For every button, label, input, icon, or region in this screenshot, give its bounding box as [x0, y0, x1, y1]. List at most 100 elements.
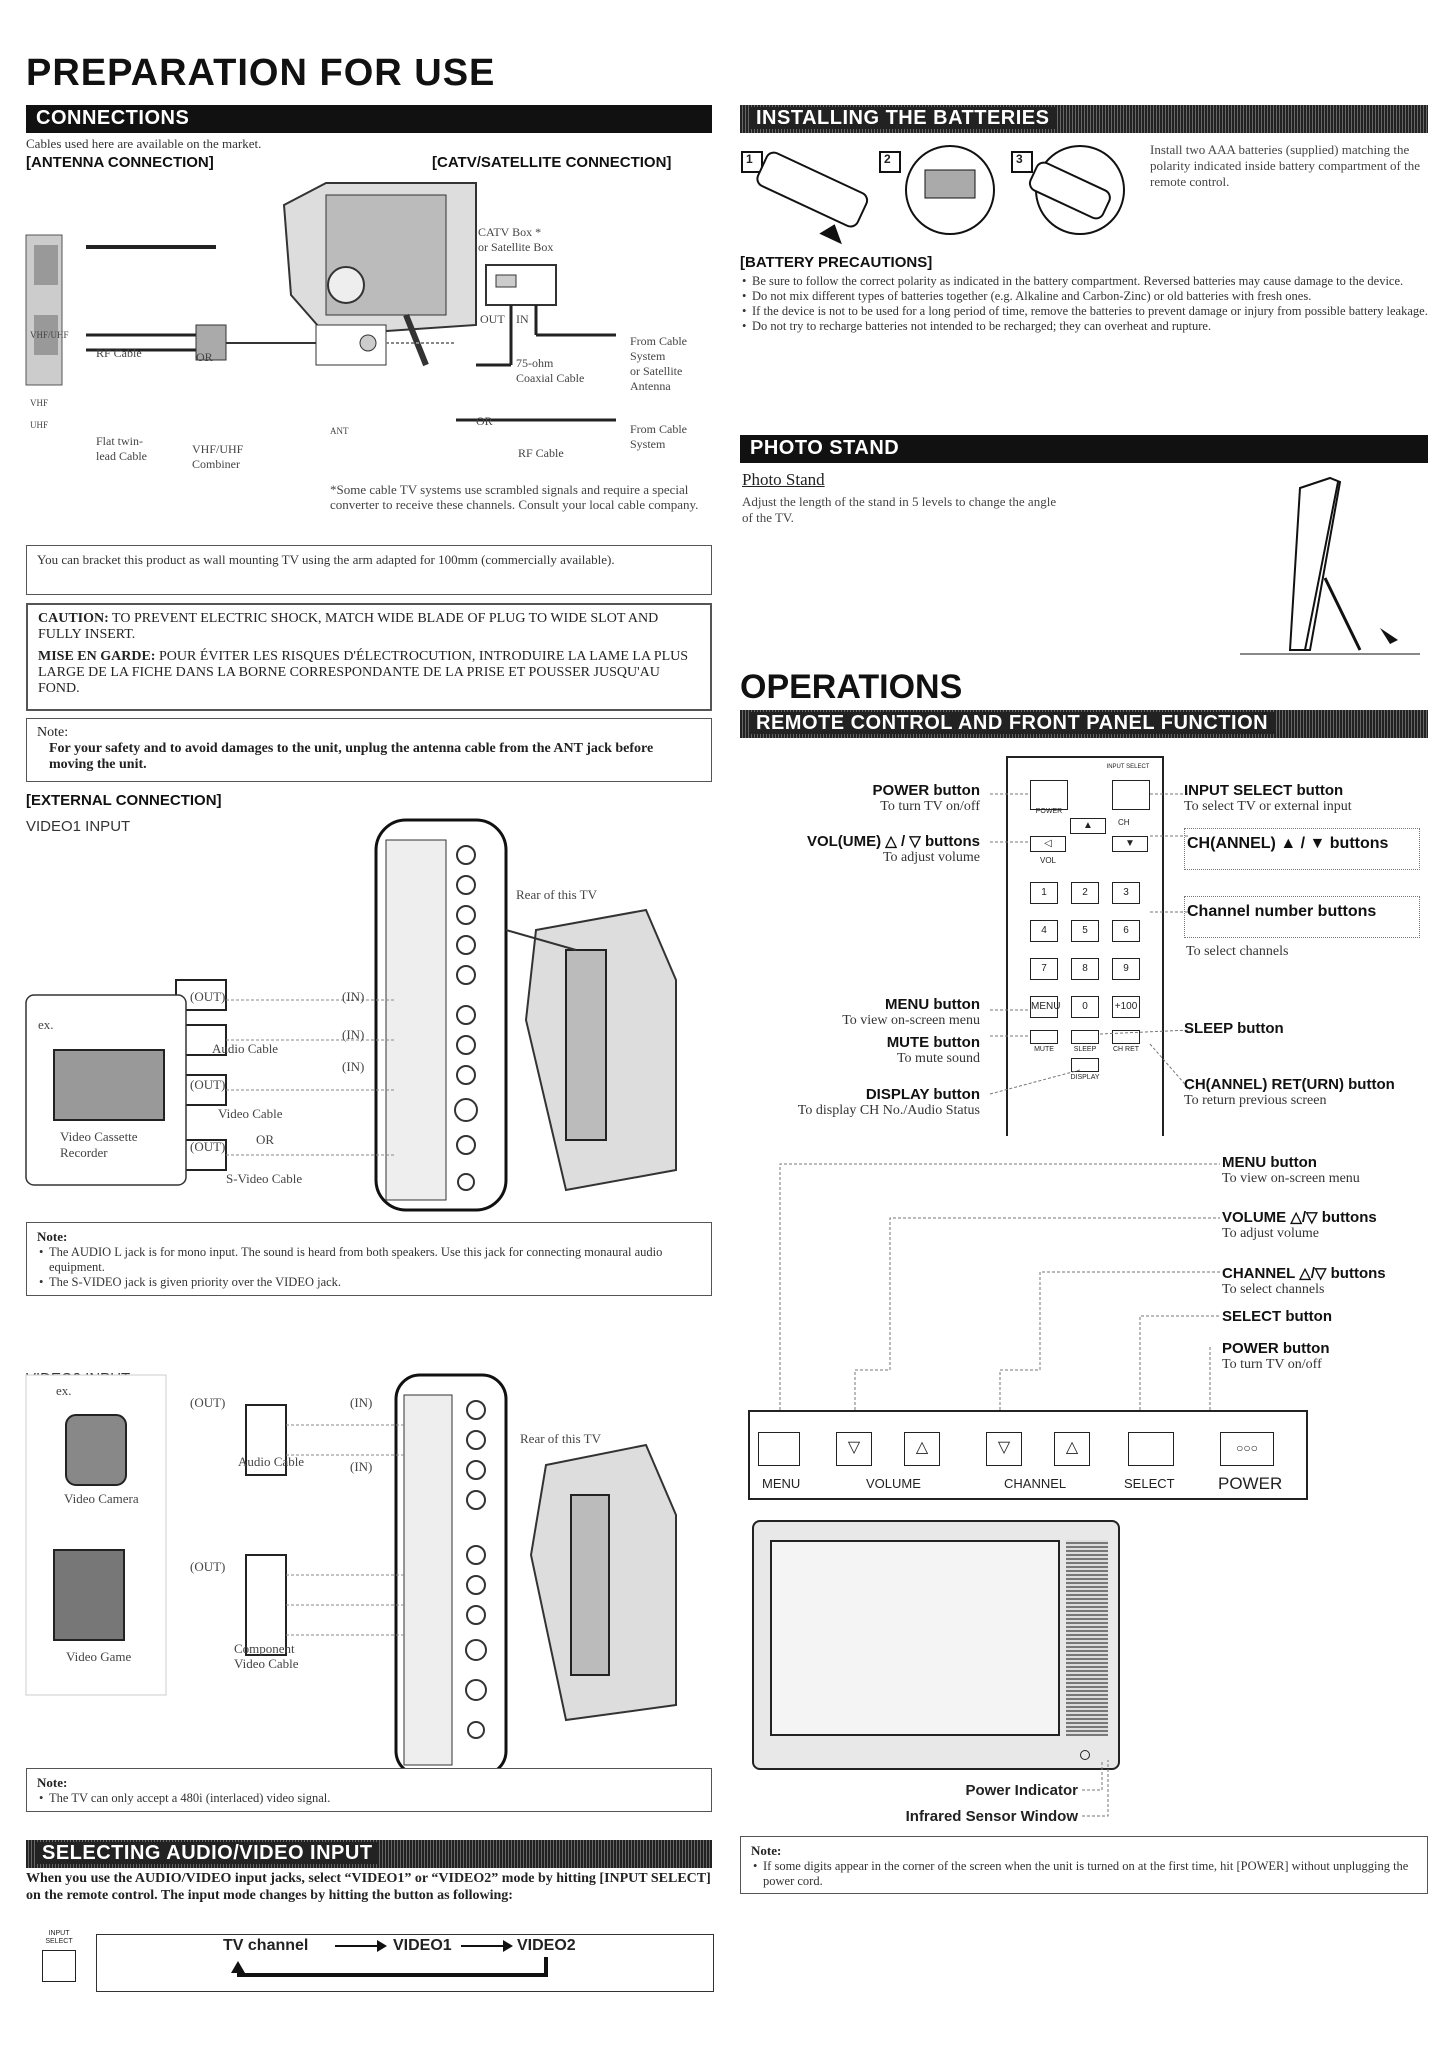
panel-channel-up-button[interactable]: △	[1054, 1432, 1090, 1466]
battery-precaution-4: Do not try to recharge batteries not int…	[740, 319, 1428, 334]
remote-digit-1[interactable]: 1	[1030, 882, 1058, 904]
remote-input-select-button[interactable]	[1112, 780, 1150, 810]
caution-label-fr: MISE EN GARDE:	[38, 649, 156, 664]
tv-front	[752, 1520, 1120, 1770]
panel-power-button[interactable]: ○○○	[1220, 1432, 1274, 1466]
battery-step-1: 1	[746, 152, 753, 166]
panel-channel-down-button[interactable]: ▽	[986, 1432, 1022, 1466]
battery-precaution-1: Be sure to follow the correct polarity a…	[740, 274, 1428, 289]
remote-digit-6[interactable]: 6	[1112, 920, 1140, 942]
rear-tv-label-1: Rear of this TV	[516, 887, 597, 902]
cycle-arrowhead-1	[377, 1940, 387, 1952]
remote-digit-9[interactable]: 9	[1112, 958, 1140, 980]
infrared-sensor-label: Infrared Sensor Window	[905, 1808, 1078, 1825]
ex-label-1: ex.	[38, 1017, 54, 1032]
remote-right-channel-number: Channel number buttons	[1184, 896, 1420, 938]
external-note2-label: Note:	[37, 1775, 68, 1790]
wall-mount-text: You can bracket this product as wall mou…	[37, 552, 615, 567]
remote-digit-7[interactable]: 7	[1030, 958, 1058, 980]
selecting-heading-text: SELECTING AUDIO/VIDEO INPUT	[36, 1842, 379, 1864]
panel-volume-down-button[interactable]: ▽	[836, 1432, 872, 1466]
remote-right-sleep: SLEEP button	[1184, 1020, 1284, 1037]
input-cycle-box: TV channel VIDEO1 VIDEO2	[96, 1934, 714, 1992]
remote-digit-3[interactable]: 3	[1112, 882, 1140, 904]
remote-power-button[interactable]	[1030, 780, 1068, 810]
external-note-box: Note: The AUDIO L jack is for mono input…	[26, 1222, 712, 1296]
coaxial-label: Coaxial Cable	[516, 371, 585, 385]
remote-sleep-label: SLEEP	[1073, 1046, 1097, 1053]
remote-chret-button[interactable]	[1112, 1030, 1140, 1044]
remote-left-display-name: DISPLAY button	[865, 1086, 980, 1103]
tv-speaker-grille	[1066, 1540, 1108, 1736]
selecting-text: When you use the AUDIO/VIDEO input jacks…	[26, 1871, 711, 1903]
system-label-2: System	[630, 437, 666, 451]
remote-ch-up-button[interactable]: ▲	[1070, 818, 1106, 834]
out-label-4: (OUT)	[190, 1395, 226, 1410]
wall-mount-box: You can bracket this product as wall mou…	[26, 545, 712, 595]
in-label-5: (IN)	[350, 1459, 373, 1474]
panel-select-button[interactable]	[1128, 1432, 1174, 1466]
remote-chret-label: CH RET	[1112, 1046, 1140, 1053]
cycle-return-up	[544, 1957, 548, 1977]
connections-intro: Cables used here are available on the ma…	[26, 136, 262, 151]
panel-right-select: SELECT button	[1222, 1308, 1332, 1325]
panel-menu-button[interactable]	[758, 1432, 800, 1466]
caution-text-fr: POUR ÉVITER LES RISQUES D'ÉLECTROCUTION,…	[38, 649, 689, 696]
external-note2-box: Note: The TV can only accept a 480i (int…	[26, 1768, 712, 1812]
in-label-3: (IN)	[342, 1059, 365, 1074]
remote-ch-down-button[interactable]: ▼	[1112, 836, 1148, 852]
remote-left-menu-name: MENU button	[885, 996, 980, 1013]
note1-label: Note:	[37, 725, 69, 740]
in-label-2: (IN)	[342, 1027, 365, 1042]
ex-label-2: ex.	[56, 1383, 72, 1398]
photo-stand-text: Adjust the length of the stand in 5 leve…	[742, 494, 1057, 525]
remote-digit-0[interactable]: 0	[1071, 996, 1099, 1018]
photo-stand-drawing	[1240, 476, 1420, 655]
remote-mute-label: MUTE	[1034, 1046, 1054, 1053]
svideo-cable-label: S-Video Cable	[226, 1171, 303, 1186]
remote-sleep-button[interactable]	[1071, 1030, 1099, 1044]
remote-digit-5[interactable]: 5	[1071, 920, 1099, 942]
panel-label-select: SELECT	[1124, 1476, 1175, 1491]
out-label-3: (OUT)	[190, 1139, 226, 1154]
tv-power-indicator	[1080, 1750, 1090, 1760]
vhf-uhf-label: VHF/UHF	[192, 442, 244, 456]
remote-menu-button[interactable]: MENU	[1030, 996, 1060, 1018]
panel-volume-up-button[interactable]: △	[904, 1432, 940, 1466]
remote-leader-lines	[989, 793, 1191, 1095]
remote-mute-button[interactable]	[1030, 1030, 1058, 1044]
front-panel	[748, 1410, 1308, 1500]
panel-right-power-name: POWER button	[1222, 1340, 1330, 1357]
remote-right-chret-desc: To return previous screen	[1184, 1093, 1327, 1108]
remote-display-button[interactable]	[1071, 1058, 1099, 1072]
out-label-1: (OUT)	[190, 989, 226, 1004]
remote-left-power-name: POWER button	[872, 782, 980, 799]
out-label: OUT	[480, 312, 505, 326]
operations-note-text: If some digits appear in the corner of t…	[751, 1859, 1417, 1889]
system-label-1: System	[630, 349, 666, 363]
remote-digit-2[interactable]: 2	[1071, 882, 1099, 904]
external-heading: [EXTERNAL CONNECTION]	[26, 792, 222, 809]
remote-digit-4[interactable]: 4	[1030, 920, 1058, 942]
or-satellite-label: or Satellite	[630, 364, 683, 378]
selecting-heading: SELECTING AUDIO/VIDEO INPUT	[26, 1840, 712, 1868]
panel-right-menu-desc: To view on-screen menu	[1222, 1171, 1360, 1186]
remote-plus100-button[interactable]: +100	[1112, 996, 1140, 1018]
operations-heading-text: REMOTE CONTROL AND FRONT PANEL FUNCTION	[750, 712, 1275, 734]
video-camera-label: Video Camera	[64, 1491, 139, 1506]
lead-cable-label: lead Cable	[96, 449, 147, 463]
video-game-label: Video Game	[66, 1649, 132, 1664]
remote-vol-down-button[interactable]: ◁	[1030, 836, 1066, 852]
panel-right-menu-name: MENU button	[1222, 1154, 1317, 1171]
remote-digit-8[interactable]: 8	[1071, 958, 1099, 980]
remote-right-channel-number-name: Channel number buttons	[1187, 903, 1377, 920]
panel-right-volume-desc: To adjust volume	[1222, 1226, 1320, 1241]
